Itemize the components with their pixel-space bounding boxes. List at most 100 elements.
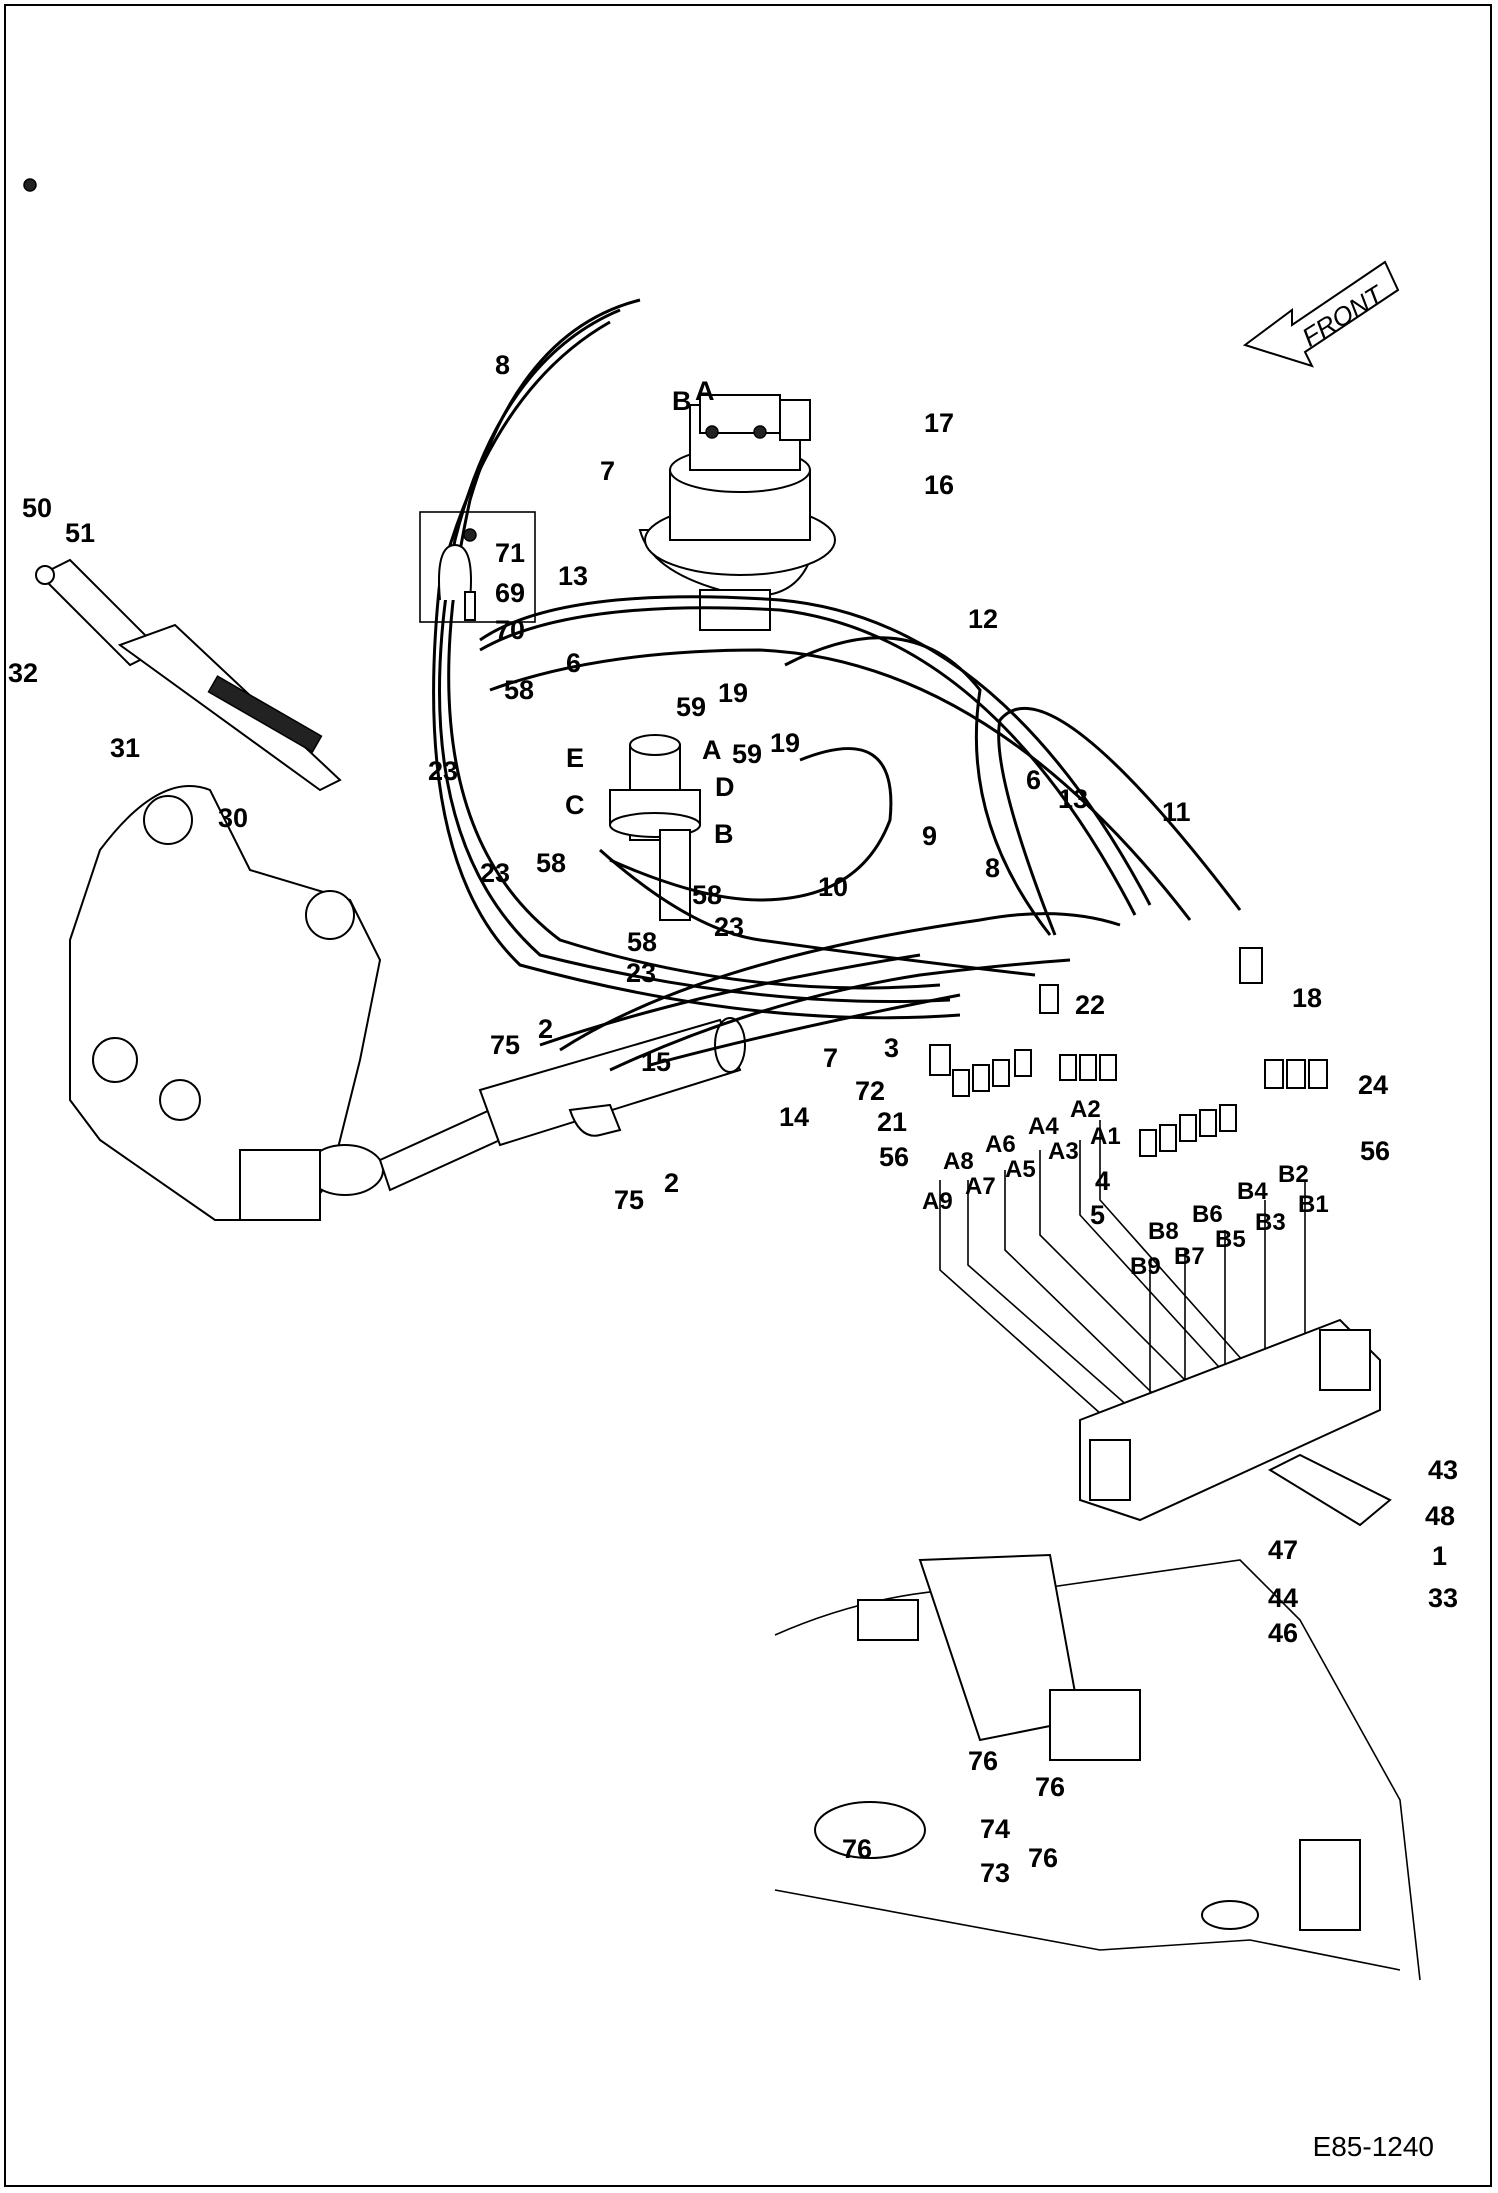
callout-7: 7 bbox=[600, 456, 615, 486]
callout-59: 59 bbox=[676, 692, 706, 722]
callout-b7: B7 bbox=[1174, 1243, 1205, 1270]
callout-8: 8 bbox=[495, 350, 510, 380]
callout-11: 11 bbox=[1162, 797, 1191, 827]
callout-d: D bbox=[715, 772, 735, 802]
callout-17: 17 bbox=[924, 408, 954, 438]
callout-59: 59 bbox=[732, 739, 762, 769]
callout-b3: B3 bbox=[1255, 1209, 1286, 1236]
callout-10: 10 bbox=[818, 872, 848, 902]
callout-76: 76 bbox=[1028, 1843, 1058, 1873]
callout-a8: A8 bbox=[943, 1148, 974, 1175]
callout-56: 56 bbox=[1360, 1136, 1390, 1166]
callout-47: 47 bbox=[1268, 1535, 1298, 1565]
swivel-joint bbox=[609, 734, 701, 921]
callout-4: 4 bbox=[1095, 1166, 1110, 1196]
callout-73: 73 bbox=[980, 1858, 1010, 1888]
callout-69: 69 bbox=[495, 578, 525, 608]
callout-58: 58 bbox=[504, 675, 534, 705]
callout-3: 3 bbox=[884, 1033, 899, 1063]
callout-56: 56 bbox=[879, 1142, 909, 1172]
callout-58: 58 bbox=[627, 927, 657, 957]
callout-b6: B6 bbox=[1192, 1201, 1223, 1228]
callout-b4: B4 bbox=[1237, 1178, 1268, 1205]
callout-75: 75 bbox=[614, 1185, 644, 1215]
callout-23: 23 bbox=[626, 958, 656, 988]
hydraulic-hoses bbox=[432, 298, 1242, 1072]
callout-50: 50 bbox=[22, 493, 52, 523]
front-arrow: FRONT bbox=[1242, 260, 1400, 368]
callout-a1: A1 bbox=[1090, 1123, 1121, 1150]
callout-e: E bbox=[566, 743, 584, 773]
callout-23: 23 bbox=[480, 858, 510, 888]
callout-6: 6 bbox=[1026, 765, 1041, 795]
drawing-reference-number: E85-1240 bbox=[1312, 2131, 1434, 2162]
callout-76: 76 bbox=[842, 1834, 872, 1864]
callout-24: 24 bbox=[1358, 1070, 1388, 1100]
callout-9: 9 bbox=[922, 821, 937, 851]
callout-b8: B8 bbox=[1148, 1218, 1179, 1245]
callout-a7: A7 bbox=[965, 1173, 996, 1200]
callout-13: 13 bbox=[1058, 784, 1088, 814]
callout-58: 58 bbox=[536, 848, 566, 878]
swing-cylinder bbox=[378, 1017, 746, 1192]
callout-22: 22 bbox=[1075, 990, 1105, 1020]
callout-16: 16 bbox=[924, 470, 954, 500]
callout-75: 75 bbox=[490, 1030, 520, 1060]
drawing-frame bbox=[4, 4, 1492, 2187]
callout-19: 19 bbox=[718, 678, 748, 708]
valve-fittings bbox=[929, 947, 1328, 1157]
callout-19: 19 bbox=[770, 728, 800, 758]
callout-8: 8 bbox=[985, 853, 1000, 883]
callout-33: 33 bbox=[1428, 1583, 1458, 1613]
callout-13: 13 bbox=[558, 561, 588, 591]
callout-14: 14 bbox=[779, 1102, 809, 1132]
callout-21: 21 bbox=[877, 1107, 907, 1137]
callout-15: 15 bbox=[641, 1047, 671, 1077]
callout-1: 1 bbox=[1432, 1541, 1447, 1571]
callout-b: B bbox=[672, 386, 692, 416]
callout-b1: B1 bbox=[1298, 1191, 1329, 1218]
callout-58: 58 bbox=[692, 880, 722, 910]
callout-2: 2 bbox=[664, 1168, 679, 1198]
callout-a9: A9 bbox=[922, 1188, 953, 1215]
callout-a3: A3 bbox=[1048, 1138, 1079, 1165]
swing-motor bbox=[638, 394, 836, 631]
callout-a4: A4 bbox=[1028, 1113, 1059, 1140]
callout-32: 32 bbox=[8, 658, 38, 688]
upper-frame bbox=[774, 1553, 1421, 1981]
callout-6: 6 bbox=[566, 648, 581, 678]
callout-43: 43 bbox=[1428, 1455, 1458, 1485]
callout-b: B bbox=[714, 819, 734, 849]
callout-72: 72 bbox=[855, 1076, 885, 1106]
callout-48: 48 bbox=[1425, 1501, 1455, 1531]
callout-b2: B2 bbox=[1278, 1161, 1309, 1188]
hose-clamp bbox=[419, 511, 536, 623]
swing-bracket bbox=[69, 785, 384, 1221]
callout-a6: A6 bbox=[985, 1131, 1016, 1158]
callout-31: 31 bbox=[110, 733, 140, 763]
callout-71: 71 bbox=[495, 538, 525, 568]
callout-a: A bbox=[695, 376, 715, 406]
callout-b9: B9 bbox=[1130, 1253, 1161, 1280]
callout-b5: B5 bbox=[1215, 1226, 1246, 1253]
callout-12: 12 bbox=[968, 604, 998, 634]
callout-74: 74 bbox=[980, 1814, 1010, 1844]
callout-23: 23 bbox=[714, 912, 744, 942]
pilot-lever-linkage bbox=[23, 178, 342, 792]
callout-76: 76 bbox=[968, 1746, 998, 1776]
callout-a2: A2 bbox=[1070, 1096, 1101, 1123]
callout-c: C bbox=[565, 790, 585, 820]
callout-18: 18 bbox=[1292, 983, 1322, 1013]
callout-7: 7 bbox=[823, 1043, 838, 1073]
callout-2: 2 bbox=[538, 1014, 553, 1044]
callout-76: 76 bbox=[1035, 1772, 1065, 1802]
control-valve bbox=[939, 1120, 1392, 1527]
callout-51: 51 bbox=[65, 518, 95, 548]
callout-46: 46 bbox=[1268, 1618, 1298, 1648]
callout-23: 23 bbox=[428, 756, 458, 786]
callout-30: 30 bbox=[218, 803, 248, 833]
callout-5: 5 bbox=[1090, 1200, 1105, 1230]
callout-44: 44 bbox=[1268, 1583, 1298, 1613]
